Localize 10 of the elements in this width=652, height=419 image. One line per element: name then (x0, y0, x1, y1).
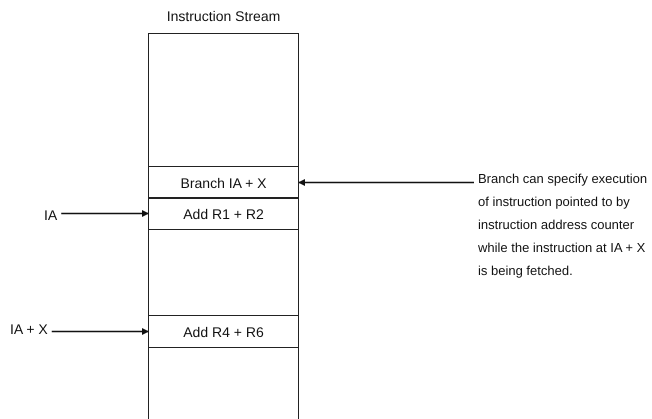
column-heading: Instruction Stream (166, 8, 282, 24)
arrow (61, 210, 149, 217)
instruction-cell: Branch IA + X (149, 166, 298, 199)
annotation-text: Branch can specify execution of instruction pointed to by instruction address counter while the instruction at IA + X is being fetched. (478, 167, 652, 282)
address-label: IA (44, 207, 58, 223)
address-label: IA + X (10, 321, 48, 337)
arrow (52, 328, 149, 335)
arrow (298, 179, 474, 186)
instruction-cell: Add R1 + R2 (149, 197, 298, 230)
instruction-cell: Add R4 + R6 (149, 315, 298, 348)
